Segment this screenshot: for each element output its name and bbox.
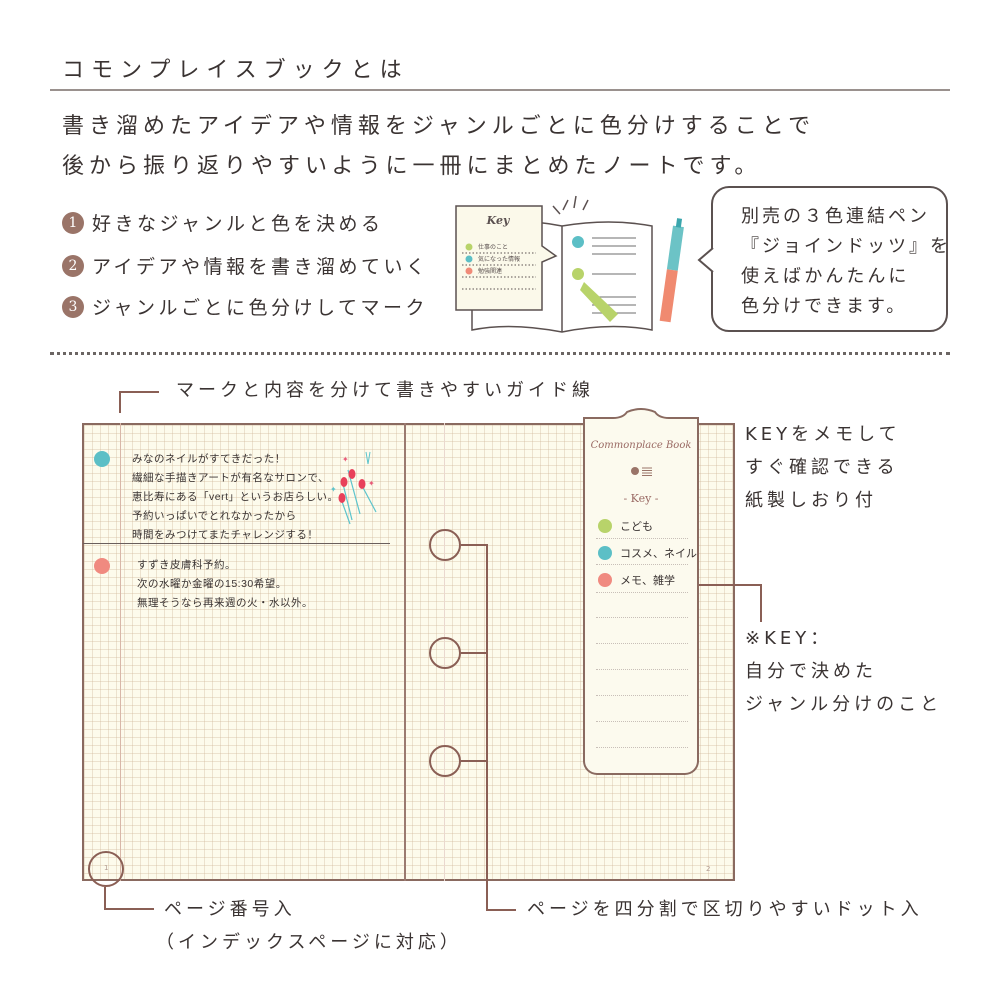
- key-leader-line: [699, 584, 761, 586]
- page-number-right: 2: [706, 865, 711, 873]
- guide-leader-line: [119, 391, 159, 393]
- page-number-marker: [88, 851, 124, 887]
- key-title: - Key -: [623, 492, 659, 505]
- page-spine: [404, 423, 406, 881]
- quarter-dot-marker: [429, 745, 461, 777]
- genre-dot-green: [598, 519, 612, 533]
- key-leader-line: [760, 584, 762, 622]
- bubble-line: 使えばかんたんに: [741, 266, 910, 287]
- annotation-line: 自分で決めた: [745, 661, 877, 682]
- step-1: 1 好きなジャンルと色を決める: [62, 209, 384, 236]
- genre-dot-coral: [598, 573, 612, 587]
- page-number-left: 1: [104, 864, 109, 872]
- title-divider: [50, 89, 950, 91]
- quarter-dot-marker: [429, 637, 461, 669]
- note-line: 予約いっぱいでとれなかったから: [132, 510, 297, 522]
- key-item-label: メモ、雑学: [620, 574, 675, 587]
- note-line: 繊細な手描きアートが有名なサロンで、: [132, 472, 329, 484]
- key-dotted-line: [596, 617, 688, 618]
- quarter-leader: [486, 544, 488, 910]
- section-title: コモンプレイスブックとは: [62, 58, 409, 83]
- key-item-label: コスメ、ネイル: [620, 547, 697, 560]
- key-item: こども: [598, 518, 653, 534]
- step-3: 3 ジャンルごとに色分けしてマーク: [62, 293, 428, 320]
- bubble-line: 別売の３色連結ペン: [741, 206, 930, 227]
- note-line: 恵比寿にある「vert」というお店らしい。: [132, 491, 339, 503]
- guide-leader-line: [119, 391, 121, 413]
- key-item: メモ、雑学: [598, 572, 675, 588]
- nail-doodle-icon: ✦ ✦ ✦: [330, 451, 377, 525]
- key-item: コスメ、ネイル: [598, 545, 697, 561]
- quarter-dots-annotation: ページを四分割で区切りやすいドット入: [527, 899, 923, 920]
- annotation-line: KEYをメモして: [745, 424, 901, 445]
- quarter-leader: [461, 652, 487, 654]
- key-dotted-line: [596, 747, 688, 748]
- notebook-illustration-icon: Key 仕事のこと 気になった情報 勉強関連: [455, 195, 684, 333]
- page-number-annotation: ページ番号入 （インデックスページに対応）: [156, 893, 462, 959]
- key-dotted-line: [596, 564, 688, 565]
- note-line: すずき皮膚科予約。: [137, 559, 236, 571]
- step-2: 2 アイデアや情報を書き溜めていく: [62, 252, 429, 279]
- step-label: ジャンルごとに色分けしてマーク: [92, 297, 428, 319]
- page-number-leader: [104, 887, 106, 910]
- bubble-line: 色分けできます。: [741, 296, 908, 317]
- note-line: みなのネイルがすてきだった！: [132, 453, 286, 465]
- annotation-line: （インデックスページに対応）: [156, 932, 462, 953]
- annotation-line: すぐ確認できる: [745, 457, 899, 478]
- section-rule: [83, 543, 390, 544]
- bookmark-tab-icon: [583, 408, 699, 427]
- note-entry-1: みなのネイルがすてきだった！ 繊細な手描きアートが有名なサロンで、 恵比寿にある…: [132, 450, 339, 545]
- key-dotted-line: [596, 592, 688, 593]
- key-item-label: こども: [620, 520, 653, 533]
- brand-logo-icon: [631, 467, 652, 476]
- intro-line-1: 書き溜めたアイデアや情報をジャンルごとに色分けすることで: [62, 114, 816, 139]
- key-dotted-line: [596, 721, 688, 722]
- svg-text:気になった情報: 気になった情報: [478, 255, 520, 263]
- svg-text:✦: ✦: [330, 485, 337, 494]
- annotation-line: ページ番号入: [164, 899, 296, 920]
- step-number-badge: 2: [62, 254, 84, 277]
- key-dotted-line: [596, 669, 688, 670]
- note-entry-2: すずき皮膚科予約。 次の水曜か金曜の15:30希望。 無理そうなら再来週の火・水…: [137, 556, 313, 613]
- quarter-leader: [461, 760, 487, 762]
- svg-text:✦: ✦: [368, 479, 375, 488]
- bookmark-brand: Commonplace Book: [590, 440, 692, 451]
- svg-text:仕事のこと: 仕事のこと: [478, 243, 508, 251]
- step-number-badge: 1: [62, 211, 84, 234]
- step-number-badge: 3: [62, 295, 84, 318]
- quarter-leader: [486, 909, 516, 911]
- step-label: 好きなジャンルと色を決める: [92, 213, 384, 235]
- annotation-line: ※KEY：: [745, 628, 833, 649]
- bubble-line: 『ジョインドッツ』を: [741, 236, 951, 257]
- quarter-dot-marker: [429, 529, 461, 561]
- genre-dot-coral: [94, 558, 110, 574]
- bubble-tail-icon: [697, 247, 715, 273]
- key-dotted-line: [596, 538, 688, 539]
- dotted-separator: [50, 352, 950, 355]
- note-line: 無理そうなら再来週の火・水以外。: [137, 597, 313, 609]
- key-dotted-line: [596, 643, 688, 644]
- paper-bookmark: [583, 423, 699, 775]
- key-definition-annotation: ※KEY： 自分で決めた ジャンル分けのこと: [745, 622, 942, 721]
- svg-text:勉強関連: 勉強関連: [478, 267, 502, 275]
- note-line: 時間をみつけてまたチャレンジする！: [132, 529, 319, 541]
- note-line: 次の水曜か金曜の15:30希望。: [137, 578, 287, 590]
- annotation-line: ジャンル分けのこと: [745, 694, 943, 715]
- svg-text:✦: ✦: [342, 455, 349, 464]
- left-margin-guide: [120, 423, 121, 881]
- quarter-leader: [461, 544, 487, 546]
- svg-text:Key: Key: [486, 214, 511, 227]
- step-label: アイデアや情報を書き溜めていく: [92, 256, 429, 278]
- key-dotted-line: [596, 695, 688, 696]
- guide-line-annotation: マークと内容を分けて書きやすいガイド線: [176, 380, 594, 401]
- genre-dot-cyan: [94, 451, 110, 467]
- page-number-leader: [104, 908, 154, 910]
- annotation-line: 紙製しおり付: [745, 490, 877, 511]
- pen-info-bubble: 別売の３色連結ペン 『ジョインドッツ』を 使えばかんたんに 色分けできます。: [711, 186, 948, 332]
- bookmark-annotation: KEYをメモして すぐ確認できる 紙製しおり付: [745, 418, 901, 517]
- intro-line-2: 後から振り返りやすいように一冊にまとめたノートです。: [62, 154, 762, 179]
- genre-dot-cyan: [598, 546, 612, 560]
